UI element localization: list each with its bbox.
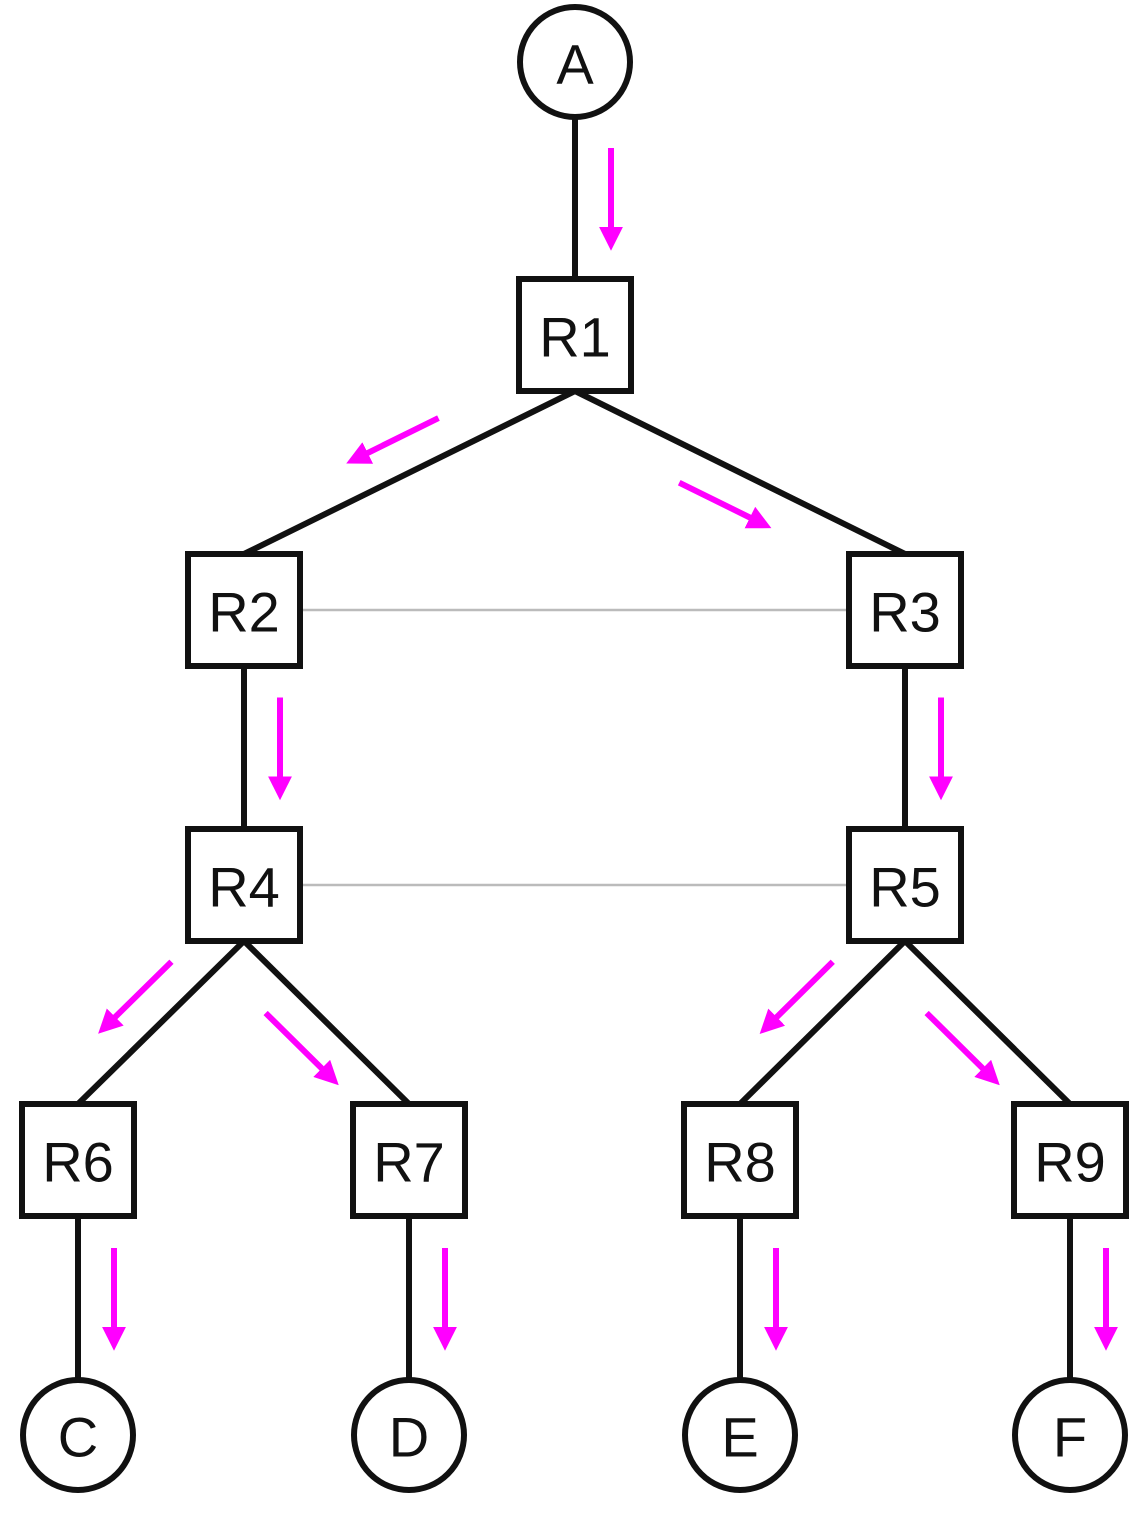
flow-arrow-icon — [346, 415, 440, 464]
flow-arrow-icon — [924, 1010, 1000, 1086]
flow-arrow-icon — [263, 1010, 339, 1086]
square-node-icon — [185, 826, 303, 944]
link-r4-r7 — [241, 938, 412, 1107]
node-label: D — [389, 1406, 429, 1469]
host-node-d: D — [351, 1377, 467, 1493]
square-node-icon — [1011, 1101, 1129, 1219]
link-r4-r6 — [75, 938, 247, 1107]
link-r1-r3 — [573, 388, 907, 557]
node-label: R6 — [42, 1131, 114, 1194]
square-node-icon — [846, 826, 964, 944]
router-node-r3: R3 — [846, 551, 964, 669]
square-node-icon — [516, 276, 634, 394]
circle-node-icon — [20, 1377, 136, 1493]
flow-arrow-icon — [759, 959, 835, 1034]
node-label: C — [58, 1406, 98, 1469]
circle-node-icon — [1012, 1377, 1128, 1493]
router-node-r2: R2 — [185, 551, 303, 669]
square-node-icon — [350, 1101, 468, 1219]
host-node-e: E — [682, 1377, 798, 1493]
router-node-r6: R6 — [19, 1101, 137, 1219]
node-label: R3 — [869, 581, 941, 644]
square-node-icon — [846, 551, 964, 669]
square-node-icon — [19, 1101, 137, 1219]
router-node-r1: R1 — [516, 276, 634, 394]
node-label: R7 — [373, 1131, 445, 1194]
circle-node-icon — [517, 4, 633, 120]
router-node-r9: R9 — [1011, 1101, 1129, 1219]
node-label: R9 — [1034, 1131, 1106, 1194]
flow-arrow-icon — [677, 479, 772, 529]
router-node-r5: R5 — [846, 826, 964, 944]
node-label: R2 — [208, 581, 280, 644]
host-node-a: A — [517, 4, 633, 120]
router-node-r4: R4 — [185, 826, 303, 944]
node-label: R4 — [208, 856, 280, 919]
node-label: R1 — [539, 306, 611, 369]
circle-node-icon — [682, 1377, 798, 1493]
host-node-f: F — [1012, 1377, 1128, 1493]
square-node-icon — [681, 1101, 799, 1219]
node-label: E — [721, 1406, 758, 1469]
circle-node-icon — [351, 1377, 467, 1493]
router-node-r8: R8 — [681, 1101, 799, 1219]
square-node-icon — [185, 551, 303, 669]
link-r5-r9 — [902, 938, 1073, 1107]
node-label: F — [1053, 1406, 1087, 1469]
node-label: R5 — [869, 856, 941, 919]
link-r5-r8 — [737, 938, 908, 1107]
link-r1-r2 — [242, 388, 577, 557]
node-label: A — [556, 33, 594, 96]
flow-arrow-icon — [98, 959, 174, 1034]
router-node-r7: R7 — [350, 1101, 468, 1219]
node-label: R8 — [704, 1131, 776, 1194]
host-node-c: C — [20, 1377, 136, 1493]
